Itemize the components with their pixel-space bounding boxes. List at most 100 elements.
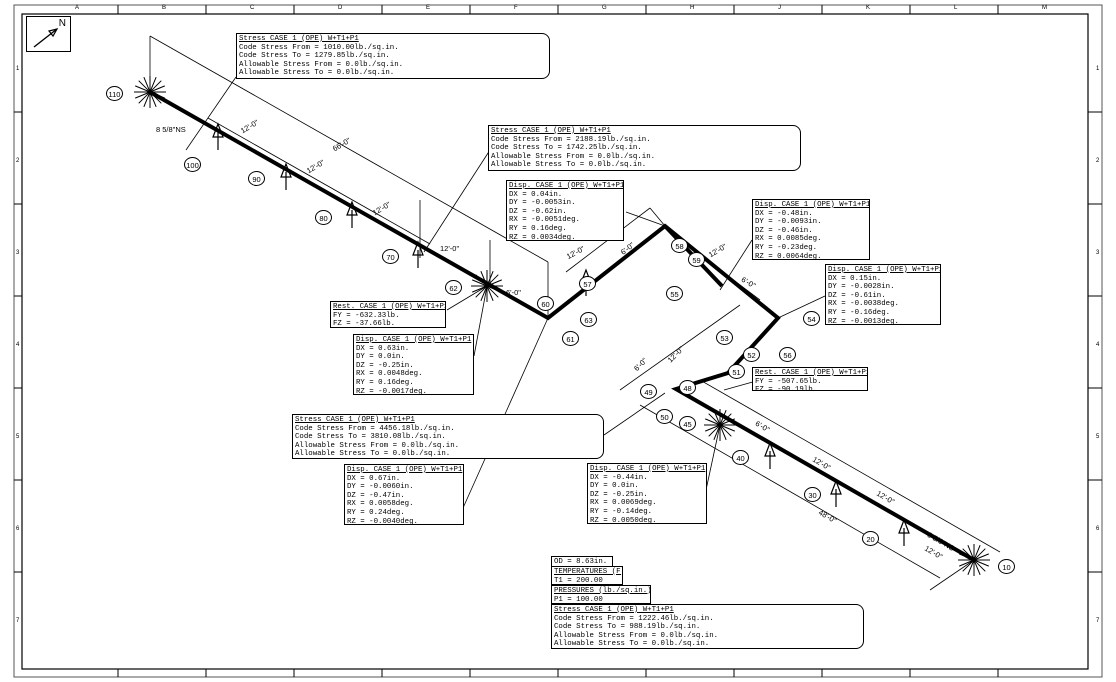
annotation-line: DZ = -0.25in. bbox=[356, 361, 414, 370]
annotation-line: DY = -0.0060in. bbox=[347, 483, 414, 492]
node-100: 100 bbox=[184, 157, 201, 172]
node-59: 59 bbox=[688, 252, 705, 267]
row-header: 6 bbox=[16, 526, 20, 532]
annotation-line: Stress CASE 1 (OPE) W+T1+P1 bbox=[491, 127, 611, 135]
north-label: N bbox=[58, 18, 66, 29]
node-49: 49 bbox=[640, 384, 657, 399]
node-90: 90 bbox=[248, 171, 265, 186]
annotation-line: DX = 0.63in. bbox=[356, 344, 410, 353]
annotation-line: Code Stress From = 4456.18lb./sq.in. bbox=[295, 424, 455, 433]
column-header: B bbox=[162, 5, 167, 11]
dimension-label: 6'-0" bbox=[506, 288, 521, 297]
annotation-line: DX = -0.48in. bbox=[755, 209, 813, 218]
annotation-line: DZ = -0.62in. bbox=[509, 207, 567, 216]
node-58: 58 bbox=[671, 238, 688, 253]
node-55: 55 bbox=[666, 286, 683, 301]
annotation-line: P1 = 100.00 bbox=[554, 595, 603, 604]
annotation-line: FZ = -37.66lb. bbox=[333, 320, 396, 328]
column-header: E bbox=[426, 5, 431, 11]
annotation-line: DX = 0.67in. bbox=[347, 474, 401, 483]
node-20: 20 bbox=[862, 531, 879, 546]
annotation-line: Disp. CASE 1 (OPE) W+T1+P1 bbox=[347, 466, 463, 474]
node-54: 54 bbox=[803, 311, 820, 326]
anchor-icon bbox=[704, 409, 736, 441]
annotation-line: RZ = -0.0013deg. bbox=[828, 317, 899, 325]
anchor-icon bbox=[471, 270, 503, 302]
node-50: 50 bbox=[656, 409, 673, 424]
annotation-line: FY = -507.65lb. bbox=[755, 377, 822, 386]
annotation-line: Disp. CASE 1 (OPE) W+T1+P1 bbox=[590, 465, 706, 473]
row-header: 2 bbox=[16, 158, 20, 164]
row-header: 1 bbox=[1096, 66, 1100, 72]
annotation-line: Allowable Stress To = 0.0lb./sq.in. bbox=[295, 450, 451, 459]
node-70: 70 bbox=[382, 249, 399, 264]
node-56: 56 bbox=[779, 347, 796, 362]
annotation-line: Disp. CASE 1 (OPE) W+T1+P1 bbox=[828, 266, 941, 274]
annotation-line: RZ = -0.0017deg. bbox=[356, 387, 427, 395]
annotation-line: RY = 0.16deg. bbox=[509, 224, 567, 233]
column-header: K bbox=[866, 5, 871, 11]
column-header: D bbox=[338, 5, 343, 11]
node-60: 60 bbox=[537, 296, 554, 311]
annotation-line: DY = -0.0028in. bbox=[828, 283, 895, 292]
row-header: 7 bbox=[16, 618, 20, 624]
node-10: 10 bbox=[998, 559, 1015, 574]
row-header: 5 bbox=[16, 434, 20, 440]
node-57: 57 bbox=[579, 276, 596, 291]
annotation-line: Stress CASE 1 (OPE) W+T1+P1 bbox=[295, 416, 415, 424]
annotation-line: RY = 0.24deg. bbox=[347, 508, 405, 517]
dimension-lines bbox=[149, 35, 1001, 591]
annotation-line: RX = 0.0085deg. bbox=[755, 235, 822, 244]
north-arrow: N bbox=[26, 16, 71, 52]
annotation-line: DZ = -0.47in. bbox=[347, 491, 405, 500]
annotation-line: RZ = 0.0050deg. bbox=[590, 516, 657, 524]
annotation-line: DX = 0.15in. bbox=[828, 274, 882, 283]
annotation-line: RZ = 0.0034deg. bbox=[509, 233, 576, 241]
annotation-line: DY = -0.0053in. bbox=[509, 199, 576, 208]
annotation-line: PRESSURES (lb./sq.in.) bbox=[554, 587, 651, 595]
row-header: 3 bbox=[1096, 250, 1100, 256]
column-header: M bbox=[1042, 5, 1047, 11]
anchor-icon bbox=[958, 544, 990, 576]
anchor-icon bbox=[134, 76, 166, 108]
node-62: 62 bbox=[445, 280, 462, 295]
annotation-line: Code Stress To = 1742.25lb./sq.in. bbox=[491, 144, 642, 153]
annotation-line: RX = -0.0051deg. bbox=[509, 216, 580, 225]
column-header: F bbox=[514, 5, 518, 11]
annotation-line: RX = -0.0038deg. bbox=[828, 300, 899, 309]
annotation-line: Disp. CASE 1 (OPE) W+T1+P1 bbox=[356, 336, 472, 344]
annotation-line: Allowable Stress To = 0.0lb./sq.in. bbox=[239, 69, 395, 78]
annotation-line: Rest. CASE 1 (OPE) W+T1+P1 bbox=[755, 369, 868, 377]
row-header: 1 bbox=[16, 66, 20, 72]
annotation-line: Code Stress From = 2188.19lb./sq.in. bbox=[491, 135, 651, 144]
annotation-line: RY = -0.16deg. bbox=[828, 308, 891, 317]
annotation-line: DZ = -0.46in. bbox=[755, 226, 813, 235]
annotation-line: T1 = 200.00 bbox=[554, 576, 603, 585]
annotation-line: Code Stress From = 1222.46lb./sq.in. bbox=[554, 614, 714, 623]
node-48: 48 bbox=[679, 380, 696, 395]
row-header: 6 bbox=[1096, 526, 1100, 532]
column-header: H bbox=[690, 5, 695, 11]
pressures-box: PRESSURES (lb./sq.in.)P1 = 100.00 bbox=[551, 585, 651, 604]
row-header: 7 bbox=[1096, 618, 1100, 624]
dimension-label: 12'-0" bbox=[440, 244, 460, 253]
node-51: 51 bbox=[728, 364, 745, 379]
annotation-line: RX = 0.0069deg. bbox=[590, 499, 657, 508]
annotation-line: TEMPERATURES (F) bbox=[554, 568, 623, 576]
annotation-line: OD = 8.63in. bbox=[554, 558, 608, 566]
annotation-line: Allowable Stress From = 0.0lb./sq.in. bbox=[239, 60, 404, 69]
drawing-frame bbox=[21, 13, 1089, 670]
annotation-line: Allowable Stress From = 0.0lb./sq.in. bbox=[491, 152, 656, 161]
annotation-line: Code Stress To = 988.19lb./sq.in. bbox=[554, 623, 701, 632]
annotation-line: Allowable Stress From = 0.0lb./sq.in. bbox=[295, 441, 460, 450]
node-110: 110 bbox=[106, 86, 123, 101]
annotation-line: DY = -0.0093in. bbox=[755, 218, 822, 227]
annotation-line: RX = 0.0048deg. bbox=[356, 370, 423, 379]
